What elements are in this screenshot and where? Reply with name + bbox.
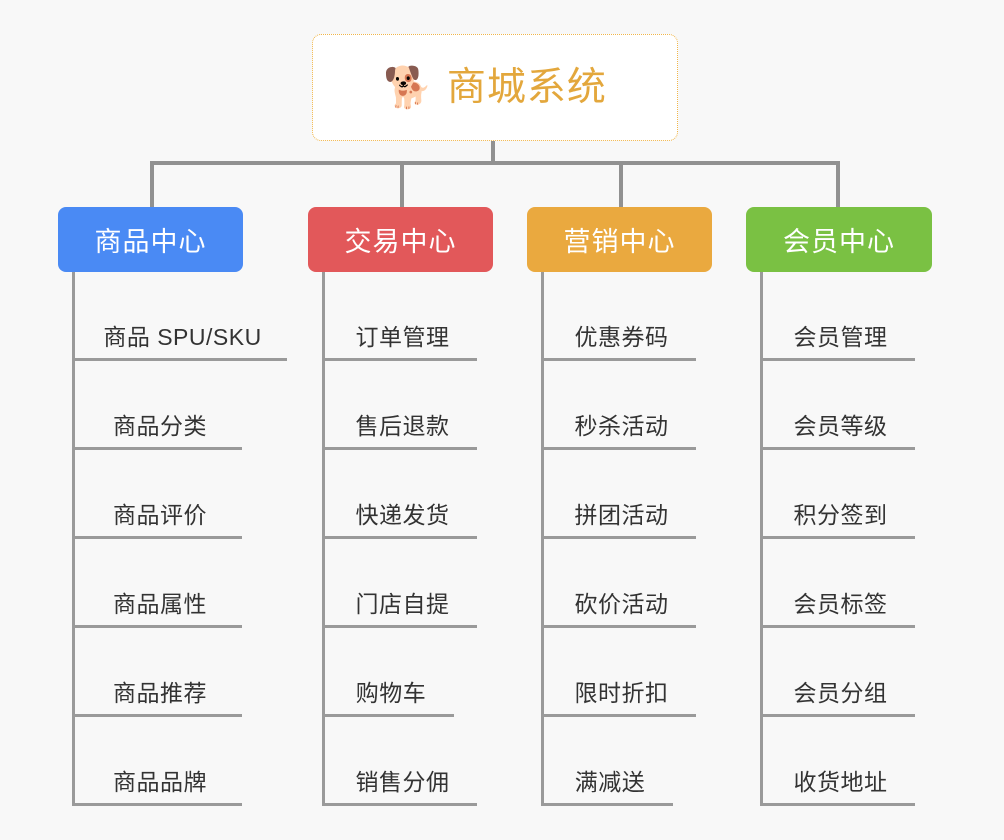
category-header-label-4: 会员中心 bbox=[783, 227, 895, 257]
leaf-item[interactable]: 砍价活动 bbox=[541, 539, 696, 628]
leaf-item[interactable]: 会员标签 bbox=[760, 539, 915, 628]
leaf-label: 商品 SPU/SKU bbox=[103, 324, 262, 350]
leaf-item[interactable]: 销售分佣 bbox=[322, 717, 477, 806]
leaf-label: 商品推荐 bbox=[113, 680, 207, 706]
drop-connector-2 bbox=[400, 161, 404, 209]
leaf-label: 商品评价 bbox=[113, 502, 207, 528]
leaf-item[interactable]: 会员等级 bbox=[760, 361, 915, 450]
leaf-label: 商品分类 bbox=[113, 413, 207, 439]
leaf-label: 商品品牌 bbox=[113, 769, 207, 795]
leaf-item[interactable]: 售后退款 bbox=[322, 361, 477, 450]
leaf-label: 购物车 bbox=[355, 680, 427, 706]
category-header-1[interactable]: 商品中心 bbox=[58, 207, 243, 272]
leaf-label: 会员分组 bbox=[793, 680, 888, 706]
leaf-item[interactable]: 门店自提 bbox=[322, 539, 477, 628]
leaf-item[interactable]: 会员管理 bbox=[760, 272, 915, 361]
leaf-item[interactable]: 优惠券码 bbox=[541, 272, 696, 361]
leaf-item[interactable]: 积分签到 bbox=[760, 450, 915, 539]
leaf-label: 会员管理 bbox=[793, 324, 888, 350]
leaf-item[interactable]: 商品推荐 bbox=[72, 628, 242, 717]
leaf-item[interactable]: 快递发货 bbox=[322, 450, 477, 539]
leaf-item[interactable]: 会员分组 bbox=[760, 628, 915, 717]
leaf-item[interactable]: 商品评价 bbox=[72, 450, 242, 539]
leaf-list-2: 订单管理 售后退款 快递发货 门店自提 购物车 销售分佣 bbox=[322, 272, 477, 806]
leaf-item[interactable]: 商品 SPU/SKU bbox=[72, 272, 287, 361]
shiba-dog-face-icon: 🐕 bbox=[383, 65, 433, 110]
root-title: 商城系统 bbox=[446, 66, 607, 109]
leaf-item[interactable]: 秒杀活动 bbox=[541, 361, 696, 450]
leaf-label: 砍价活动 bbox=[574, 591, 669, 617]
leaf-list-4: 会员管理 会员等级 积分签到 会员标签 会员分组 收货地址 bbox=[760, 272, 915, 806]
root-stem-connector bbox=[491, 141, 495, 165]
leaf-label: 售后退款 bbox=[355, 413, 450, 439]
category-header-label-2: 交易中心 bbox=[344, 227, 457, 257]
leaf-label: 门店自提 bbox=[355, 591, 450, 617]
leaf-label: 收货地址 bbox=[793, 769, 888, 795]
horizontal-bus-connector bbox=[150, 161, 840, 165]
leaf-label: 限时折扣 bbox=[574, 680, 669, 706]
leaf-label: 优惠券码 bbox=[574, 324, 669, 350]
leaf-label: 订单管理 bbox=[355, 324, 450, 350]
leaf-label: 会员等级 bbox=[793, 413, 888, 439]
root-node[interactable]: 🐕 商城系统 bbox=[312, 34, 678, 141]
leaf-label: 商品属性 bbox=[113, 591, 207, 617]
leaf-item[interactable]: 满减送 bbox=[541, 717, 673, 806]
leaf-label: 秒杀活动 bbox=[574, 413, 669, 439]
category-spine-3 bbox=[541, 272, 544, 806]
leaf-item[interactable]: 商品属性 bbox=[72, 539, 242, 628]
drop-connector-4 bbox=[836, 161, 840, 209]
leaf-label: 会员标签 bbox=[793, 591, 888, 617]
leaf-item[interactable]: 商品分类 bbox=[72, 361, 242, 450]
leaf-label: 销售分佣 bbox=[355, 769, 450, 795]
category-header-4[interactable]: 会员中心 bbox=[746, 207, 932, 272]
category-spine-1 bbox=[72, 272, 75, 806]
drop-connector-1 bbox=[150, 161, 154, 209]
category-spine-2 bbox=[322, 272, 325, 806]
leaf-item[interactable]: 收货地址 bbox=[760, 717, 915, 806]
leaf-item[interactable]: 购物车 bbox=[322, 628, 454, 717]
category-spine-4 bbox=[760, 272, 763, 806]
category-header-label-1: 商品中心 bbox=[94, 227, 207, 257]
leaf-item[interactable]: 订单管理 bbox=[322, 272, 477, 361]
category-header-3[interactable]: 营销中心 bbox=[527, 207, 712, 272]
leaf-item[interactable]: 拼团活动 bbox=[541, 450, 696, 539]
category-header-label-3: 营销中心 bbox=[563, 227, 676, 257]
leaf-item[interactable]: 商品品牌 bbox=[72, 717, 242, 806]
leaf-label: 满减送 bbox=[574, 769, 646, 795]
leaf-item[interactable]: 限时折扣 bbox=[541, 628, 696, 717]
leaf-list-1: 商品 SPU/SKU 商品分类 商品评价 商品属性 商品推荐 商品品牌 bbox=[72, 272, 287, 806]
category-header-2[interactable]: 交易中心 bbox=[308, 207, 493, 272]
leaf-label: 拼团活动 bbox=[574, 502, 669, 528]
leaf-list-3: 优惠券码 秒杀活动 拼团活动 砍价活动 限时折扣 满减送 bbox=[541, 272, 696, 806]
leaf-label: 快递发货 bbox=[355, 502, 450, 528]
leaf-label: 积分签到 bbox=[793, 502, 888, 528]
drop-connector-3 bbox=[619, 161, 623, 209]
